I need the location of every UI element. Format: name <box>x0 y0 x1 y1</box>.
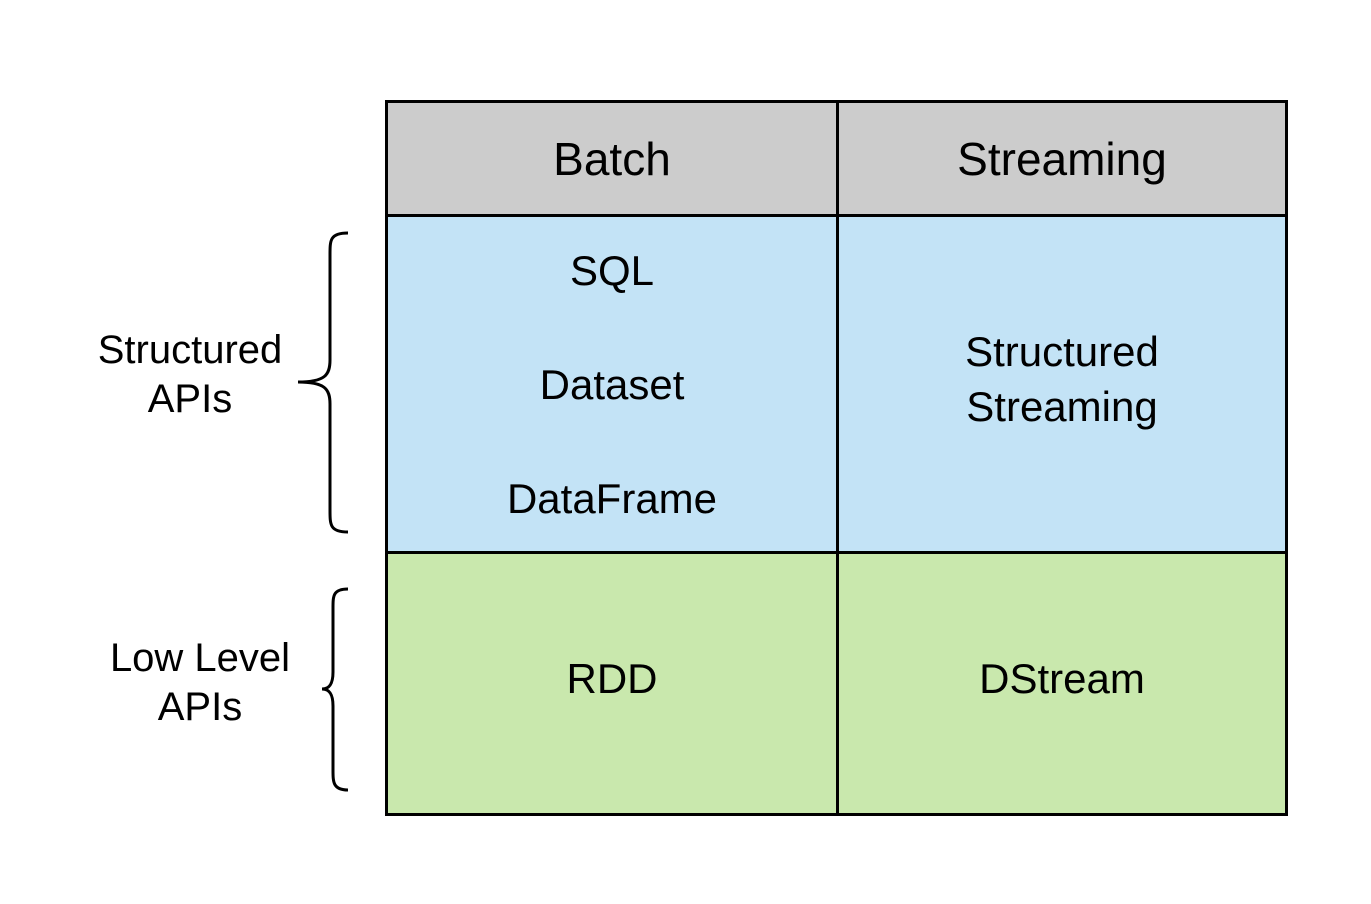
structured-streaming-line2: Streaming <box>966 383 1158 430</box>
low-level-apis-brace <box>321 587 349 792</box>
batch-column-header: Batch <box>388 103 836 214</box>
low-level-apis-label: Low Level APIs <box>100 634 300 732</box>
dataframe-item: DataFrame <box>506 475 718 522</box>
structured-apis-label-line1: Structured <box>97 328 283 372</box>
rdd-label: RDD <box>566 654 658 702</box>
low-level-apis-label-line2: APIs <box>157 685 243 729</box>
structured-apis-label-line2: APIs <box>147 377 233 421</box>
api-matrix: Batch Streaming SQL Dataset DataFrame St… <box>385 100 1288 816</box>
dataset-item: Dataset <box>539 361 685 408</box>
structured-streaming-line1: Structured <box>965 328 1159 375</box>
structured-batch-cell: SQL Dataset DataFrame <box>388 217 836 551</box>
dstream-label: DStream <box>979 654 1145 702</box>
dstream-cell: DStream <box>839 554 1285 813</box>
low-level-apis-label-line1: Low Level <box>109 636 291 680</box>
structured-streaming-cell: Structured Streaming <box>839 217 1285 551</box>
streaming-column-header: Streaming <box>839 103 1285 214</box>
sql-item: SQL <box>569 247 655 294</box>
structured-apis-label: Structured APIs <box>90 326 290 424</box>
structured-apis-brace <box>297 231 349 534</box>
rdd-cell: RDD <box>388 554 836 813</box>
